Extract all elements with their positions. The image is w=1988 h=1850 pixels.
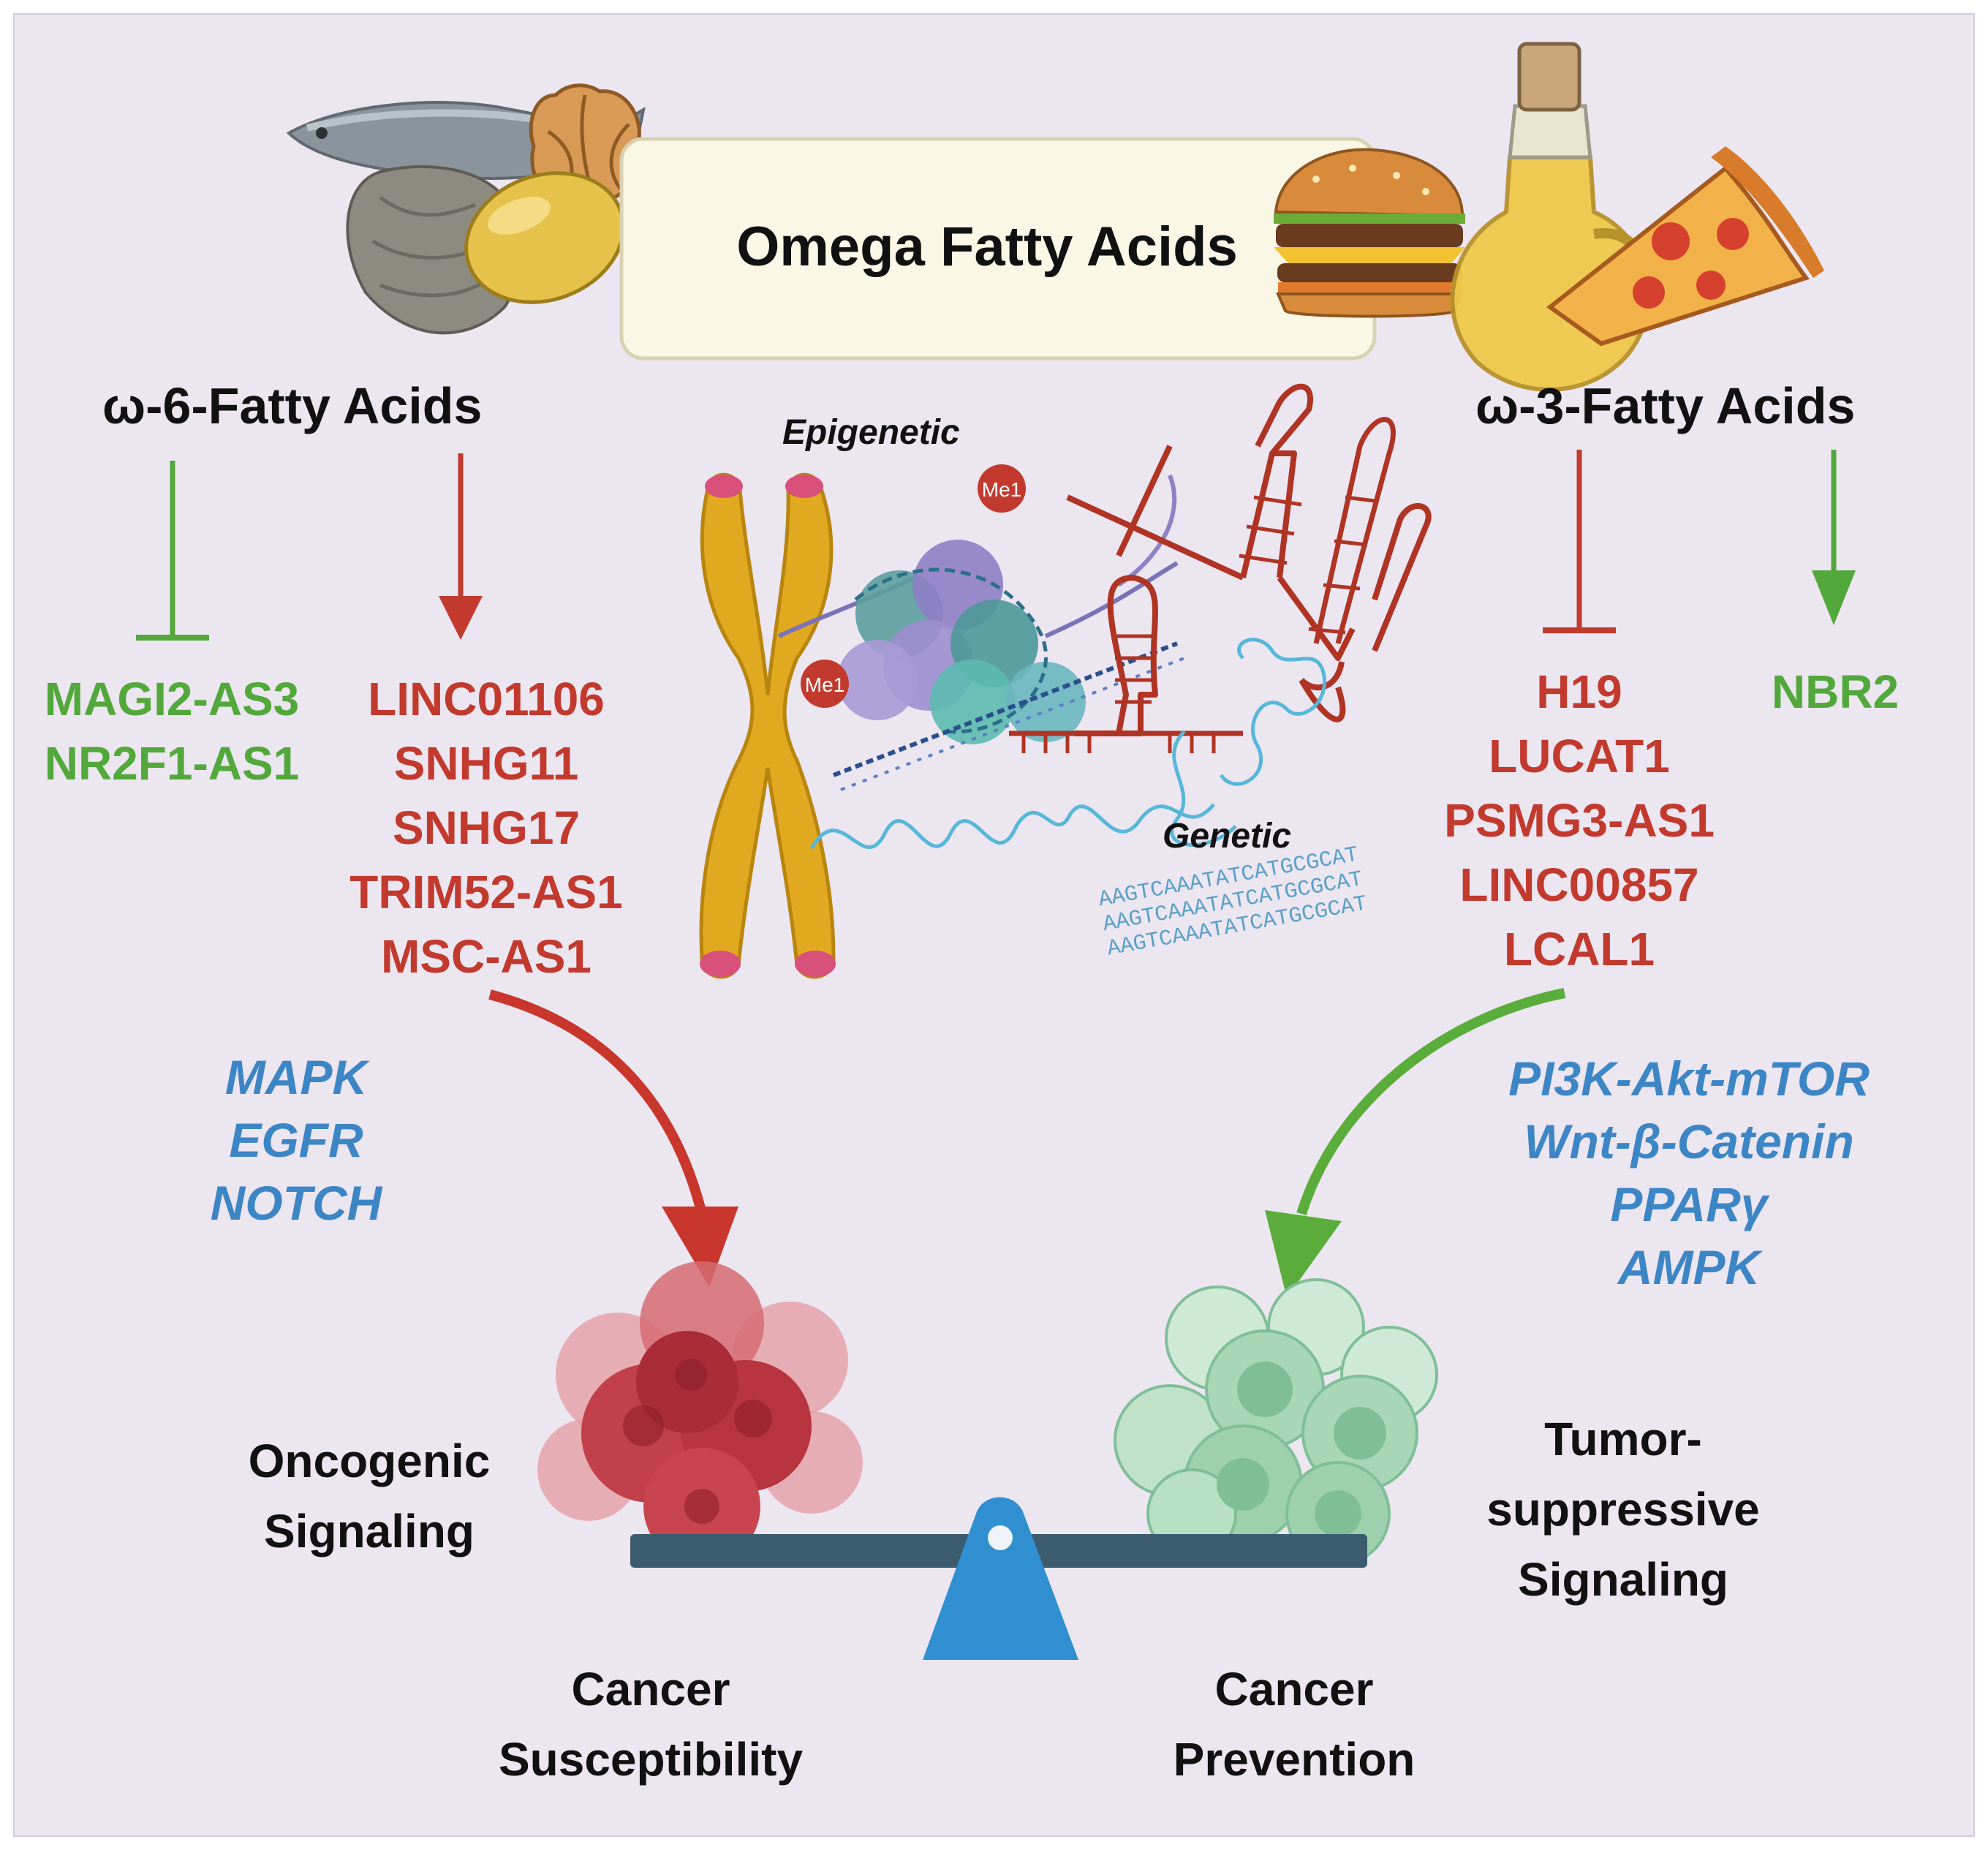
lncrna-item: H19 — [1536, 665, 1622, 718]
omega6-inhibit-arrow — [136, 461, 209, 641]
epigenetic-label: Epigenetic — [782, 413, 960, 452]
chromosome-illustration — [699, 472, 836, 979]
omega3-induced-list: NBR2 — [1747, 660, 1923, 724]
suppressive-curved-arrow — [1265, 988, 1566, 1298]
methyl-tag-top: Me1 — [978, 464, 1026, 513]
label-line: Susceptibility — [498, 1733, 804, 1786]
label-line: Oncogenic — [248, 1435, 491, 1487]
methyl-tag-top-text: Me1 — [982, 478, 1021, 501]
omega3-inhibit-arrow — [1543, 450, 1616, 633]
omega6-inhibited-list: MAGI2-AS3 NR2F1-AS1 — [22, 667, 322, 796]
pathway-item: PI3K-Akt-mTOR — [1508, 1052, 1870, 1106]
pathway-item: Wnt-β-Catenin — [1524, 1114, 1854, 1168]
nucleosome-illustration — [777, 474, 1185, 791]
omega3-inhibited-list: H19 LUCAT1 PSMG3-AS1 LINC00857 LCAL1 — [1422, 660, 1736, 981]
methyl-tag-left-text: Me1 — [805, 673, 844, 696]
lncrna-item: MAGI2-AS3 — [44, 673, 300, 725]
diagram-title: Omega Fatty Acids — [736, 216, 1238, 278]
genetic-label: Genetic — [1163, 817, 1292, 856]
omega6-foods-illustration — [1274, 42, 1824, 392]
cancer-susceptibility-label: Cancer Susceptibility — [424, 1654, 877, 1794]
lncrna-item: TRIM52-AS1 — [349, 866, 623, 918]
label-line: Cancer — [571, 1663, 730, 1715]
pathway-item: NOTCH — [210, 1176, 382, 1230]
oncogenic-curved-arrow — [488, 989, 738, 1287]
lncrna-item: LUCAT1 — [1489, 730, 1670, 782]
label-line: Signaling — [264, 1505, 475, 1558]
omega6-pathway-list: MAPK EGFR NOTCH — [161, 1046, 431, 1234]
omega3-induce-arrow — [1812, 450, 1856, 625]
label-line: suppressive — [1486, 1483, 1760, 1536]
cancer-prevention-label: Cancer Prevention — [1111, 1654, 1477, 1794]
lncrna-item: LCAL1 — [1503, 923, 1655, 975]
rna-strand-illustration — [809, 638, 1327, 850]
lncrna-item: PSMG3-AS1 — [1444, 794, 1715, 847]
lncrna-item: SNHG17 — [392, 801, 581, 854]
pathway-item: PPARγ — [1610, 1177, 1768, 1231]
lncrna-item: LINC00857 — [1459, 858, 1699, 911]
tumor-cell-cluster — [537, 1261, 863, 1565]
pathway-item: EGFR — [229, 1113, 363, 1167]
omega3-heading: ω-3-Fatty Acids — [1475, 377, 1856, 434]
methyl-tag-left: Me1 — [801, 660, 849, 708]
label-line: Signaling — [1518, 1553, 1728, 1606]
omega6-heading: ω-6-Fatty Acids — [102, 377, 483, 434]
lncrna-item: MSC-AS1 — [380, 930, 592, 983]
label-line: Cancer — [1214, 1663, 1374, 1715]
lncrna-item: NBR2 — [1771, 665, 1900, 718]
tumor-suppressive-signaling-label: Tumor- suppressive Signaling — [1404, 1404, 1843, 1615]
pathway-item: AMPK — [1617, 1240, 1761, 1294]
omega6-induced-list: LINC01106 SNHG11 SNHG17 TRIM52-AS1 MSC-A… — [325, 667, 647, 989]
omega3-foods-illustration — [286, 83, 666, 335]
omega6-induce-arrow — [439, 453, 483, 640]
label-line: Prevention — [1173, 1733, 1416, 1786]
lncrna-item: LINC01106 — [368, 673, 605, 725]
lncrna-item: NR2F1-AS1 — [44, 737, 300, 790]
label-line: Tumor- — [1544, 1413, 1702, 1465]
omega3-pathway-list: PI3K-Akt-mTOR Wnt-β-Catenin PPARγ AMPK — [1484, 1047, 1894, 1299]
balance-scale — [630, 1497, 1367, 1660]
oncogenic-signaling-label: Oncogenic Signaling — [197, 1426, 541, 1566]
healthy-cell-cluster — [1114, 1278, 1438, 1566]
pathway-item: MAPK — [224, 1050, 368, 1104]
lncrna-item: SNHG11 — [393, 737, 579, 790]
